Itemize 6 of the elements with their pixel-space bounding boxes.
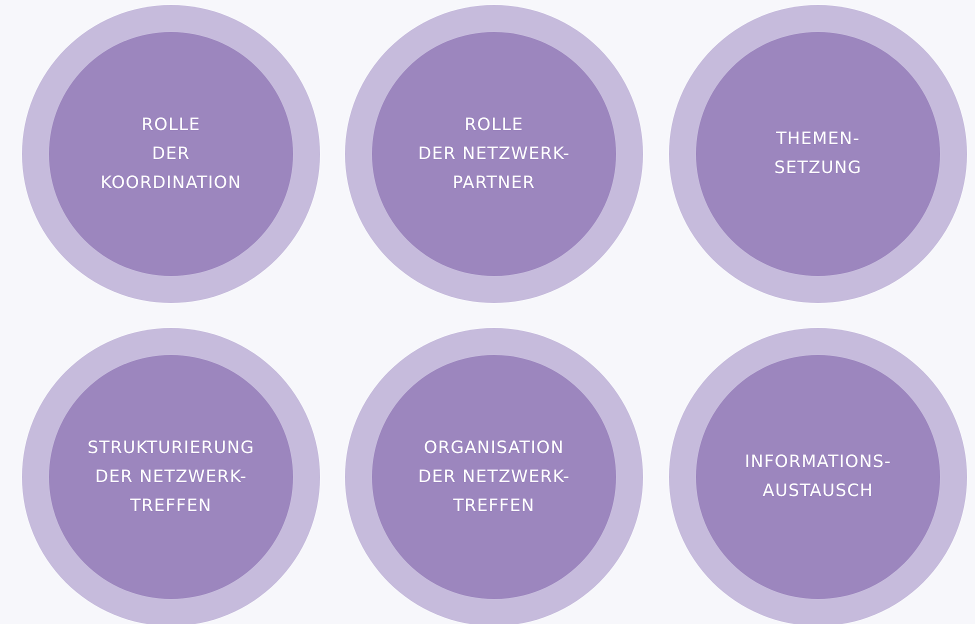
- node-label: THEMEN- SETZUNG: [774, 128, 862, 180]
- node-label: INFORMATIONS- AUSTAUSCH: [744, 451, 892, 503]
- node-label: ROLLE DER NETZWERK- PARTNER: [418, 114, 570, 194]
- node-label: ROLLE DER KOORDINATION: [100, 114, 242, 194]
- node-label: STRUKTURIERUNG DER NETZWERK- TREFFEN: [88, 436, 254, 518]
- node-label: ORGANISATION DER NETZWERK- TREFFEN: [418, 436, 570, 518]
